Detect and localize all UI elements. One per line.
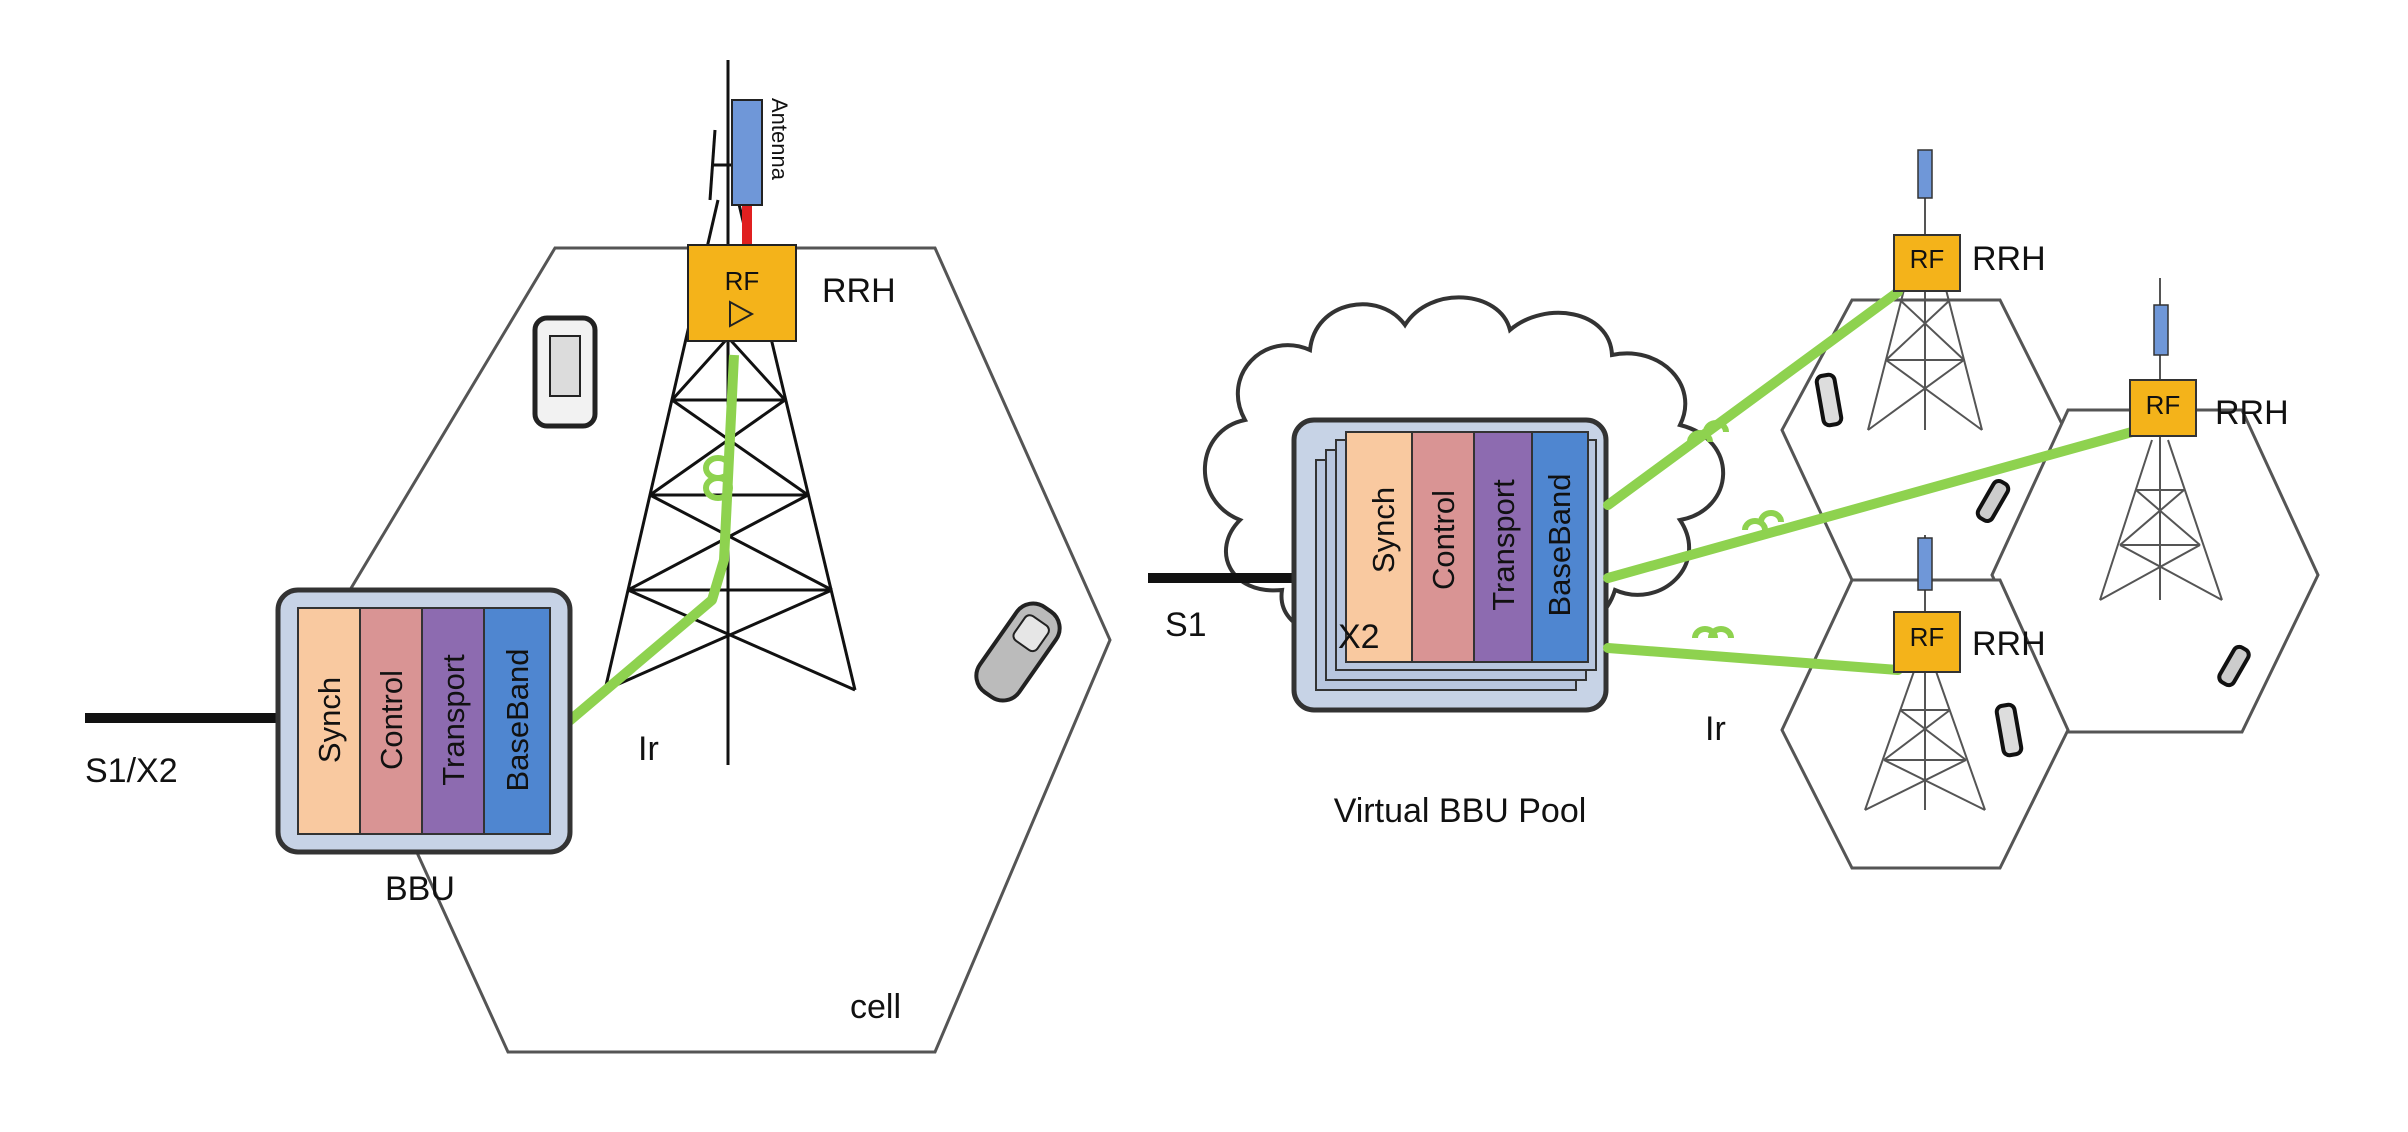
phone-icon-1	[1814, 372, 1844, 428]
left-ir-fiber-link	[564, 354, 739, 726]
rf-box-right	[2129, 379, 2197, 437]
right-control-module	[1411, 431, 1475, 663]
left-baseband-module	[483, 607, 551, 835]
left-ir-label: Ir	[638, 730, 659, 768]
left-rf-box	[687, 244, 797, 342]
right-x2-label: X2	[1338, 618, 1380, 656]
phone-icon-4	[1994, 702, 2024, 758]
cell-label: cell	[850, 988, 901, 1026]
right-baseband-module	[1531, 431, 1589, 663]
right-ir-label: Ir	[1705, 710, 1726, 748]
left-transport-module	[421, 607, 485, 835]
left-bbu-label: BBU	[385, 870, 455, 908]
left-rf-label: RF	[725, 266, 760, 296]
fiber-coil-icon	[703, 455, 734, 501]
fiber-coil-icons	[1687, 420, 1784, 639]
rf-box-top	[1893, 234, 1961, 292]
right-transport-module	[1473, 431, 1533, 663]
fiber-link-middle	[1603, 427, 2137, 583]
rrh-label-right: RRH	[2215, 394, 2289, 432]
right-s1-label: S1	[1165, 606, 1207, 644]
phone-icon-3	[2217, 644, 2251, 688]
rf-label-bottom: RF	[1910, 622, 1945, 652]
left-control-label: Control	[374, 670, 409, 770]
flip-phone-icon	[974, 601, 1062, 703]
fiber-link-bottom	[1603, 643, 1903, 675]
left-rrh-label: RRH	[822, 272, 896, 310]
antenna-label: Antenna	[767, 98, 792, 181]
right-control-label: Control	[1426, 490, 1461, 590]
antenna-icon-bottom	[1917, 537, 1933, 591]
small-cells	[1780, 298, 2320, 870]
mobile-phone-icon	[532, 315, 598, 429]
rf-box-bottom	[1893, 611, 1961, 673]
small-tower-bottom-icon	[1864, 535, 1986, 811]
phone-icon-2	[1975, 479, 2011, 523]
left-s1x2-label: S1/X2	[85, 752, 178, 790]
right-transport-label: Transport	[1486, 479, 1521, 611]
antenna-feed-line	[742, 200, 752, 246]
left-synch-label: Synch	[312, 677, 347, 763]
right-fiber-links	[1603, 287, 2137, 675]
right-synch-label: Synch	[1366, 487, 1401, 573]
rrh-label-bottom: RRH	[1972, 625, 2046, 663]
left-control-module	[359, 607, 423, 835]
left-traditional-site: Antenna RF RRH S1/X2 Ir Synch Control Tr…	[85, 60, 1112, 1054]
antenna-icon	[731, 99, 763, 206]
left-transport-label: Transport	[436, 654, 471, 786]
right-synch-module	[1345, 431, 1413, 663]
rf-label-top: RF	[1910, 244, 1945, 274]
fiber-link-top	[1603, 287, 1903, 510]
amplifier-icon	[729, 300, 755, 328]
antenna-icon-top	[1917, 149, 1933, 199]
rrh-label-top: RRH	[1972, 240, 2046, 278]
right-baseband-label: BaseBand	[1542, 473, 1577, 616]
left-tower-icon	[603, 60, 857, 765]
antenna-icon-right	[2153, 304, 2169, 356]
right-cran-system: S1 Synch Control Transport BaseBand X2 V…	[1148, 149, 2320, 870]
rf-label-right: RF	[2146, 390, 2181, 420]
virtual-bbu-pool-label: Virtual BBU Pool	[1334, 792, 1587, 830]
left-baseband-label: BaseBand	[500, 648, 535, 791]
